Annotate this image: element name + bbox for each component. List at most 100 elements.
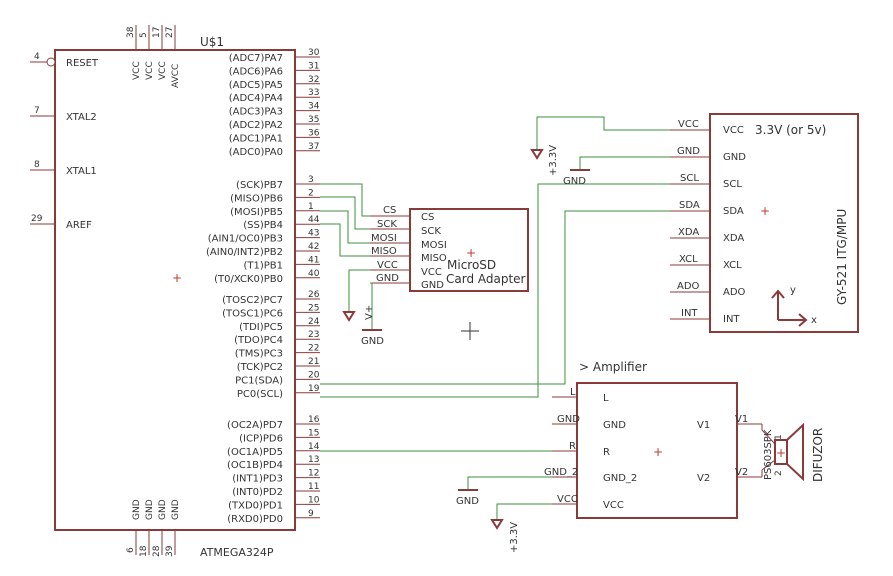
atmega-right-pin-label: (TXD0)PD1 [228, 500, 283, 511]
gnd-symbol-sd-icon: GND [361, 329, 384, 347]
amp-net-gnd2: GND_2 [544, 467, 578, 478]
atmega-right-pin-num: 24 [308, 317, 320, 327]
amp-net-v2: V2 [735, 467, 748, 478]
amplifier-module[interactable]: > Amplifier + L GND R GND_2 VCC V1 V2 [576, 360, 738, 519]
pin-label-top-2: VCC [158, 61, 168, 80]
amp-net-v1: V1 [735, 414, 748, 425]
gy-net-sda: SDA [679, 200, 700, 211]
speaker-name: DIFUZOR [811, 428, 825, 482]
atmega-right-pin-num: 10 [308, 495, 320, 505]
atmega-right-pin-label: (OC1A)PD5 [227, 447, 283, 458]
pin-num-xtal2: 7 [34, 106, 40, 116]
crosshair-icon [461, 322, 479, 340]
supply-33v-amp-icon: +3.3V [490, 519, 520, 553]
gy-net-int: INT [681, 308, 698, 319]
supply-33v-gy-icon: +3.3V [530, 145, 559, 176]
gy-net-gnd: GND [677, 146, 700, 157]
atmega-right-pin-num: 11 [308, 482, 319, 492]
pin-label-bottom-0: GND [132, 499, 142, 520]
atmega-right-pin-num: 25 [308, 303, 319, 313]
atmega-right-pin-num: 2 [308, 188, 314, 198]
atmega-right-pin-num: 32 [308, 75, 319, 85]
v33-label-gy: +3.3V [548, 145, 559, 176]
atmega-right-pin-label: (SS)PB4 [243, 220, 283, 231]
pin-num-bottom-3: 39 [165, 545, 175, 557]
atmega-right-pin-label: (TMS)PC3 [235, 349, 283, 360]
gy-pin-gnd: GND [723, 152, 746, 163]
amp-pin-gnd2: GND_2 [603, 473, 637, 484]
atmega-right-pin-label: (OC2A)PD7 [227, 420, 283, 431]
speaker-difuzor[interactable]: + PS603SPK DIFUZOR 1 2 [761, 422, 825, 482]
pin-num-reset: 4 [34, 52, 40, 62]
pin-num-top-0: 38 [126, 26, 136, 38]
atmega-right-pin-label: (ADC1)PA1 [229, 133, 283, 144]
atmega-left-pins: 4 RESET 7 XTAL2 8 XTAL1 29 AREF [30, 52, 99, 231]
atmega-right-pin-label: (TCK)PC2 [237, 362, 283, 373]
pin-label-xtal1: XTAL1 [66, 166, 97, 177]
pin-num-bottom-0: 6 [126, 547, 136, 553]
atmega-right-pin-label: (TOSC2)PC7 [222, 295, 283, 306]
atmega-right-pin-label: (T0/XCK0)PB0 [214, 274, 283, 285]
atmega-right-pin-label: (MOSI)PB5 [230, 207, 283, 218]
sd-net-cs: CS [383, 205, 396, 216]
vplus-supply-icon: V+ [342, 305, 375, 322]
gy-pin-xcl: XCL [723, 260, 742, 271]
axis-x-label: x [811, 315, 817, 326]
pin-label-top-3: AVCC [171, 64, 181, 88]
pin-num-bottom-2: 28 [152, 545, 162, 557]
atmega-right-pin-label: (T1)PB1 [243, 260, 283, 271]
atmega-right-pin-num: 34 [308, 102, 320, 112]
pin-label-bottom-2: GND [158, 499, 168, 520]
atmega-bottom-pins: 6 18 28 39 GND GND GND GND [126, 499, 181, 557]
atmega-right-pin-num: 9 [308, 509, 314, 519]
wires [320, 116, 670, 520]
sd-pin-cs: CS [421, 212, 434, 223]
atmega-right-pin-label: (SCK)PB7 [236, 180, 283, 191]
atmega-right-pin-num: 35 [308, 115, 319, 125]
gnd-label-gy: GND [563, 176, 586, 187]
gnd-symbol-amp-icon: GND [456, 489, 479, 507]
amp-pin-l: L [603, 393, 609, 404]
atmega-right-pin-label: (TOSC1)PC6 [222, 308, 283, 319]
atmega-right-pin-label: (INT1)PD3 [232, 474, 283, 485]
pin-num-aref: 29 [31, 214, 43, 224]
gy521-name: GY-521 ITG/MPU [835, 209, 849, 305]
pin-label-top-0: VCC [132, 61, 142, 80]
pin-num-bottom-1: 18 [139, 545, 149, 557]
sd-pin-sck: SCK [421, 226, 441, 237]
gy521-module[interactable]: 3.3V (or 5v) GY-521 ITG/MPU + VCC GND SC… [709, 113, 859, 333]
atmega-right-pin-label: (ICP)PD6 [239, 433, 283, 444]
atmega-right-pin-num: 43 [308, 229, 319, 239]
microsd-adapter[interactable]: CS SCK MOSI MISO VCC GND + MicroSD Card … [409, 208, 529, 292]
pin-label-bottom-1: GND [145, 499, 155, 520]
sd-net-gnd: GND [376, 273, 399, 284]
gnd-symbol-gy-icon: GND [563, 169, 590, 187]
atmega-right-pin-num: 3 [308, 175, 314, 185]
amp-net-l: L [570, 387, 576, 398]
atmega-right-pin-num: 33 [308, 88, 319, 98]
gy-pin-ado: ADO [723, 287, 746, 298]
pin-num-top-2: 17 [152, 27, 162, 38]
gy521-origin-mark: + [760, 204, 770, 218]
sd-title-line2: Card Adapter [446, 272, 526, 286]
atmega-right-pin-num: 37 [308, 142, 319, 152]
speaker-origin-mark: + [776, 446, 786, 460]
amp-pin-v1: V1 [697, 420, 710, 431]
sd-pin-gnd: GND [421, 280, 444, 291]
atmega-right-pin-num: 44 [308, 215, 320, 225]
gy521-title: 3.3V (or 5v) [755, 123, 826, 137]
gy-pin-vcc: VCC [723, 125, 744, 136]
atmega-ref: U$1 [200, 35, 224, 49]
pin-num-top-1: 5 [139, 32, 149, 38]
atmega-right-pin-label: PC0(SCL) [237, 389, 283, 400]
atmega-top-pins: 38 5 17 27 VCC VCC VCC AVCC [126, 25, 181, 88]
atmega-right-pin-num: 22 [308, 344, 319, 354]
atmega-right-pin-label: (ADC6)PA6 [229, 66, 283, 77]
amplifier-title: > Amplifier [579, 360, 647, 374]
atmega324p-chip[interactable]: U$1 ATMEGA324P + 4 RESET 7 XTAL2 8 XTAL1… [30, 25, 320, 559]
vplus-label: V+ [364, 305, 375, 320]
pin-label-top-1: VCC [145, 61, 155, 80]
atmega-right-pin-label: (ADC4)PA4 [229, 93, 283, 104]
atmega-right-pin-label: (TDO)PC4 [234, 335, 283, 346]
